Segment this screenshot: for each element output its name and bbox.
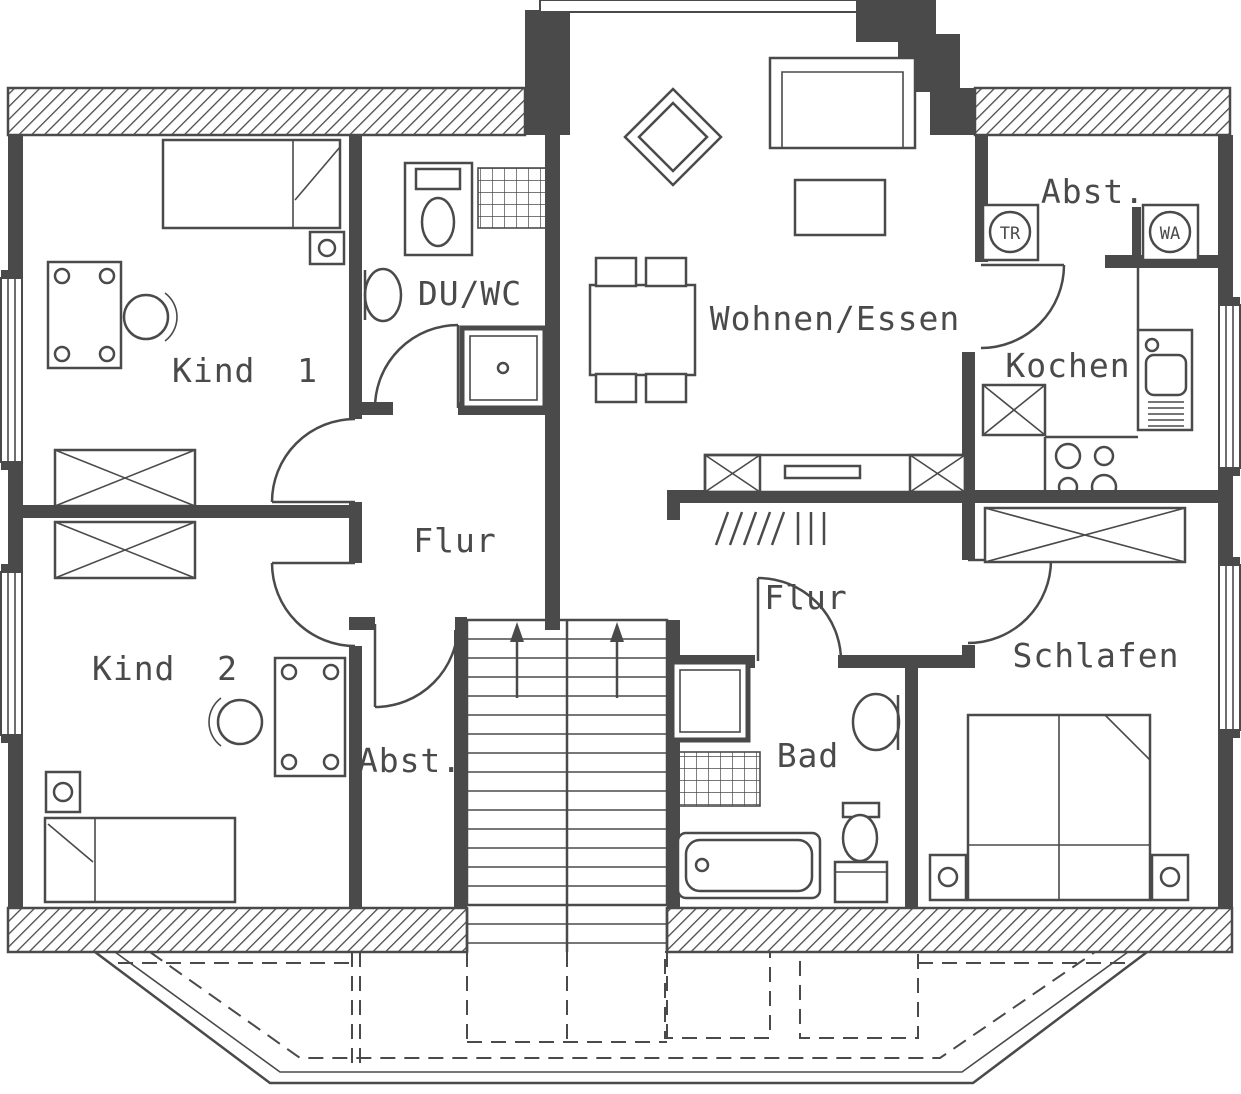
- desk: [46, 260, 123, 370]
- room-label-duwc: DU/WC: [418, 274, 522, 313]
- dryer-label: TR: [1000, 224, 1021, 244]
- coffee-table: [793, 178, 887, 237]
- exterior-walls: [6, 0, 1234, 954]
- stove: [1054, 442, 1118, 501]
- washstand-unit: [833, 860, 889, 904]
- toilet: [403, 161, 474, 257]
- window-left-1: [0, 270, 23, 470]
- shower: [669, 659, 751, 743]
- room-label-flur-left: Flur: [413, 521, 496, 560]
- doors: [270, 263, 1066, 709]
- coat-rack: [714, 511, 826, 546]
- double-bed: [966, 713, 1152, 902]
- dryer: TR: [981, 203, 1040, 262]
- room-label-kind1: Kind 1: [172, 351, 318, 390]
- kitchen-cabinet: [981, 383, 1047, 437]
- room-label-schlafen: Schlafen: [1013, 636, 1180, 675]
- door-bad: [756, 576, 843, 662]
- toilet: [841, 801, 881, 863]
- nightstand: [928, 853, 968, 902]
- room-label-flur-right: Flur: [764, 578, 847, 617]
- door-kind1: [270, 417, 356, 504]
- room-kind2-furniture: [43, 520, 347, 904]
- bed: [161, 138, 342, 230]
- roof-outline: [94, 950, 1148, 1085]
- room-schlafen-furniture: [928, 506, 1190, 902]
- sink: [363, 267, 403, 323]
- desk: [273, 656, 347, 778]
- washer: WA: [1132, 203, 1200, 262]
- room-label-abst-top: Abst.: [1041, 172, 1145, 211]
- room-abst-top-fixtures: TR WA: [981, 203, 1200, 262]
- tiled-area: [477, 167, 559, 229]
- chair: [208, 697, 264, 747]
- room-kochen-fixtures: [981, 262, 1194, 501]
- washer-label: WA: [1160, 224, 1180, 244]
- door-duwc: [373, 323, 460, 409]
- stair-up-arrow-right: [610, 622, 624, 698]
- room-label-bad: Bad: [777, 736, 840, 775]
- wardrobe: [53, 448, 197, 508]
- window-right-1: [1218, 297, 1241, 476]
- wardrobe: [53, 520, 197, 580]
- bathtub: [676, 831, 822, 900]
- door-kind2: [270, 561, 356, 648]
- shower: [459, 325, 548, 411]
- room-kind1-furniture: [46, 138, 346, 508]
- stair-up-arrow-left: [510, 622, 524, 698]
- nightstand: [308, 230, 346, 266]
- door-kochen: [980, 263, 1066, 350]
- room-label-wohnen-essen: Wohnen/Essen: [710, 299, 960, 338]
- window-left-2: [0, 564, 23, 743]
- kitchen-sink: [1136, 328, 1194, 432]
- room-label-abst-left: Abst.: [358, 741, 462, 780]
- window-right-2: [1218, 557, 1241, 738]
- room-label-kind2: Kind 2: [92, 649, 238, 688]
- sofa: [768, 56, 917, 150]
- room-labels: Kind 1 DU/WC Flur Wohnen/Essen Abst. Koc…: [92, 172, 1180, 780]
- side-table: [623, 87, 723, 187]
- chair: [122, 292, 178, 342]
- tiled-area: [674, 751, 761, 807]
- wardrobe: [983, 506, 1187, 564]
- bed: [43, 816, 237, 904]
- dining-table: [588, 256, 697, 404]
- room-label-kochen: Kochen: [1005, 346, 1130, 385]
- sideboard: [703, 453, 967, 494]
- nightstand: [44, 770, 82, 814]
- door-schlafen: [967, 558, 1053, 645]
- nightstand: [1150, 853, 1190, 902]
- room-bad-fixtures: [669, 659, 901, 904]
- kitchen-counter: [1043, 262, 1140, 490]
- door-abst-left: [373, 623, 460, 709]
- staircase: [465, 618, 669, 1043]
- sink: [851, 692, 901, 752]
- room-wohnen-furniture: [588, 56, 967, 494]
- room-duwc-fixtures: [363, 161, 559, 411]
- windows: [0, 270, 1241, 743]
